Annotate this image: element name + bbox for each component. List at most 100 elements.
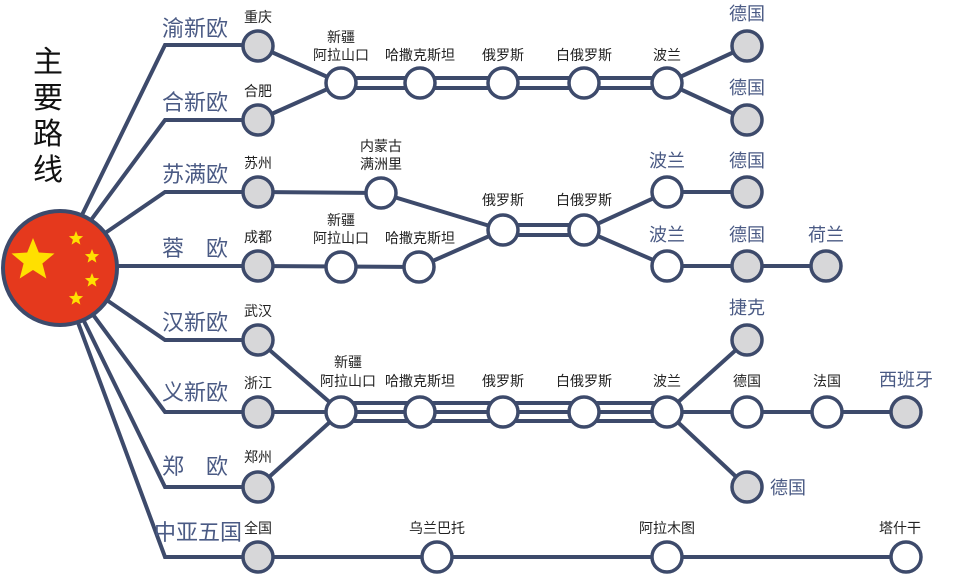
- node-r2-kazakhstan: [402, 250, 436, 284]
- node-r2-poland-a: [650, 175, 684, 209]
- origin-label-quanguo: 全国: [244, 520, 272, 537]
- label-r3-germany-low: 德国: [770, 478, 806, 499]
- china-flag-badge: [1, 209, 119, 327]
- title-char-1: 主: [33, 45, 63, 80]
- label-r4-tashkent: 塔什干: [879, 521, 921, 537]
- label-r3-spain: 西班牙: [879, 370, 933, 391]
- node-r3-spain: [889, 395, 923, 429]
- node-r2-netherlands: [809, 249, 843, 283]
- label-r3-poland: 波兰: [653, 374, 681, 390]
- flag-small-star-4: [68, 291, 84, 305]
- node-r2-russia: [486, 213, 520, 247]
- flag-small-star-1: [68, 231, 84, 245]
- node-r1-alashankou: [324, 66, 358, 100]
- node-r2-manzhouli: [364, 176, 398, 210]
- label-r2-russia: 俄罗斯: [482, 193, 524, 209]
- row4-labels: 乌兰巴托 阿拉木图 塔什干: [409, 521, 921, 537]
- route-label-zhongya: 中亚五国: [154, 521, 242, 546]
- label-r3-france: 法国: [813, 374, 841, 390]
- route-label-sumanou: 苏满欧: [162, 163, 228, 188]
- route-labels: 渝新欧 合新欧 苏满欧 蓉 欧 汉新欧 义新欧 郑 欧 中亚五国: [154, 17, 242, 546]
- origin-label-wuhan: 武汉: [244, 304, 272, 320]
- route-label-hanxinou: 汉新欧: [162, 311, 228, 336]
- node-r1-poland: [650, 66, 684, 100]
- label-r2-belarus: 白俄罗斯: [556, 193, 612, 209]
- title-char-2: 要: [33, 81, 63, 116]
- node-hefei: [241, 103, 275, 137]
- route-label-hexinou: 合新欧: [162, 91, 228, 116]
- route-label-yixinou: 义新欧: [162, 381, 228, 406]
- node-r3-alashankou: [324, 395, 358, 429]
- label-r1-poland: 波兰: [653, 48, 681, 64]
- node-chengdu: [241, 249, 275, 283]
- origin-label-chongqing: 重庆: [244, 10, 272, 26]
- nodes: [241, 29, 923, 574]
- node-r1-russia: [486, 66, 520, 100]
- origin-labels: 重庆 合肥 苏州 成都 武汉 浙江 郑州 全国: [244, 10, 272, 537]
- origin-label-zhengzhou: 郑州: [244, 450, 272, 466]
- label-r1-belarus: 白俄罗斯: [556, 48, 612, 64]
- node-wuhan: [241, 323, 275, 357]
- flag-small-star-2: [84, 249, 100, 263]
- node-r4-tashkent: [889, 540, 923, 574]
- label-r2-alashankou: 阿拉山口: [313, 231, 369, 247]
- main-title: 主 要 路 线: [33, 45, 63, 188]
- node-r1-germany-top: [730, 29, 764, 63]
- node-r3-belarus: [567, 395, 601, 429]
- node-r4-ulaanbaatar: [420, 540, 454, 574]
- label-r2-xinjiang: 新疆: [327, 213, 355, 229]
- label-r1-kazakhstan: 哈撒克斯坦: [385, 48, 455, 64]
- node-r2-germany-a: [730, 175, 764, 209]
- route-label-yuxinou: 渝新欧: [162, 17, 228, 42]
- label-r1-alashankou: 阿拉山口: [313, 48, 369, 64]
- label-r3-czech: 捷克: [729, 298, 765, 319]
- node-r2-germany-b: [730, 249, 764, 283]
- label-r3-xinjiang: 新疆: [334, 355, 362, 371]
- node-zhejiang: [241, 395, 275, 429]
- node-r2-alashankou: [324, 250, 358, 284]
- label-r3-russia: 俄罗斯: [482, 374, 524, 390]
- label-r2-germany-b: 德国: [729, 225, 765, 246]
- label-r3-kazakhstan: 哈撒克斯坦: [385, 374, 455, 390]
- label-r3-alashankou: 阿拉山口: [320, 374, 376, 390]
- node-r3-kazakhstan: [403, 395, 437, 429]
- node-r3-france: [810, 395, 844, 429]
- node-r3-germany-low: [730, 470, 764, 504]
- node-r3-germany-mid: [730, 395, 764, 429]
- node-r3-russia: [486, 395, 520, 429]
- label-r1-germany-bottom: 德国: [729, 78, 765, 99]
- label-r3-belarus: 白俄罗斯: [556, 374, 612, 390]
- label-r2-manzhouli: 满洲里: [360, 157, 402, 173]
- node-r1-kazakhstan: [403, 66, 437, 100]
- flag-big-star: [11, 238, 55, 279]
- node-r3-poland: [650, 395, 684, 429]
- label-r2-neimenggu: 内蒙古: [360, 139, 402, 155]
- node-suzhou: [241, 175, 275, 209]
- node-r2-poland-b: [650, 249, 684, 283]
- row2-labels: 内蒙古 满洲里 新疆 阿拉山口 哈撒克斯坦 俄罗斯 白俄罗斯 波兰 德国 波兰 …: [313, 139, 844, 247]
- label-r3-germany-mid: 德国: [733, 374, 761, 390]
- label-r1-russia: 俄罗斯: [482, 48, 524, 64]
- label-r2-germany-a: 德国: [729, 151, 765, 172]
- label-r2-poland-a: 波兰: [649, 151, 685, 172]
- origin-label-zhejiang: 浙江: [244, 376, 272, 392]
- label-r1-xinjiang: 新疆: [327, 30, 355, 46]
- origin-label-chengdu: 成都: [244, 230, 272, 246]
- flag-circle: [1, 209, 119, 327]
- route-label-rongou: 蓉 欧: [162, 237, 228, 262]
- route-label-zhengou: 郑 欧: [162, 455, 228, 480]
- label-r4-almaty: 阿拉木图: [639, 521, 695, 537]
- origin-label-hefei: 合肥: [244, 84, 272, 100]
- label-r2-kazakhstan: 哈撒克斯坦: [385, 231, 455, 247]
- label-r1-germany-top: 德国: [729, 4, 765, 25]
- row1-labels: 新疆 阿拉山口 哈撒克斯坦 俄罗斯 白俄罗斯 波兰 德国 德国: [313, 4, 765, 99]
- origin-label-suzhou: 苏州: [244, 156, 272, 172]
- node-zhengzhou: [241, 470, 275, 504]
- node-quanguo: [241, 540, 275, 574]
- title-char-3: 路: [33, 117, 63, 152]
- node-r4-almaty: [650, 540, 684, 574]
- node-r2-belarus: [567, 213, 601, 247]
- label-r2-netherlands: 荷兰: [808, 225, 844, 246]
- node-r1-germany-bottom: [730, 103, 764, 137]
